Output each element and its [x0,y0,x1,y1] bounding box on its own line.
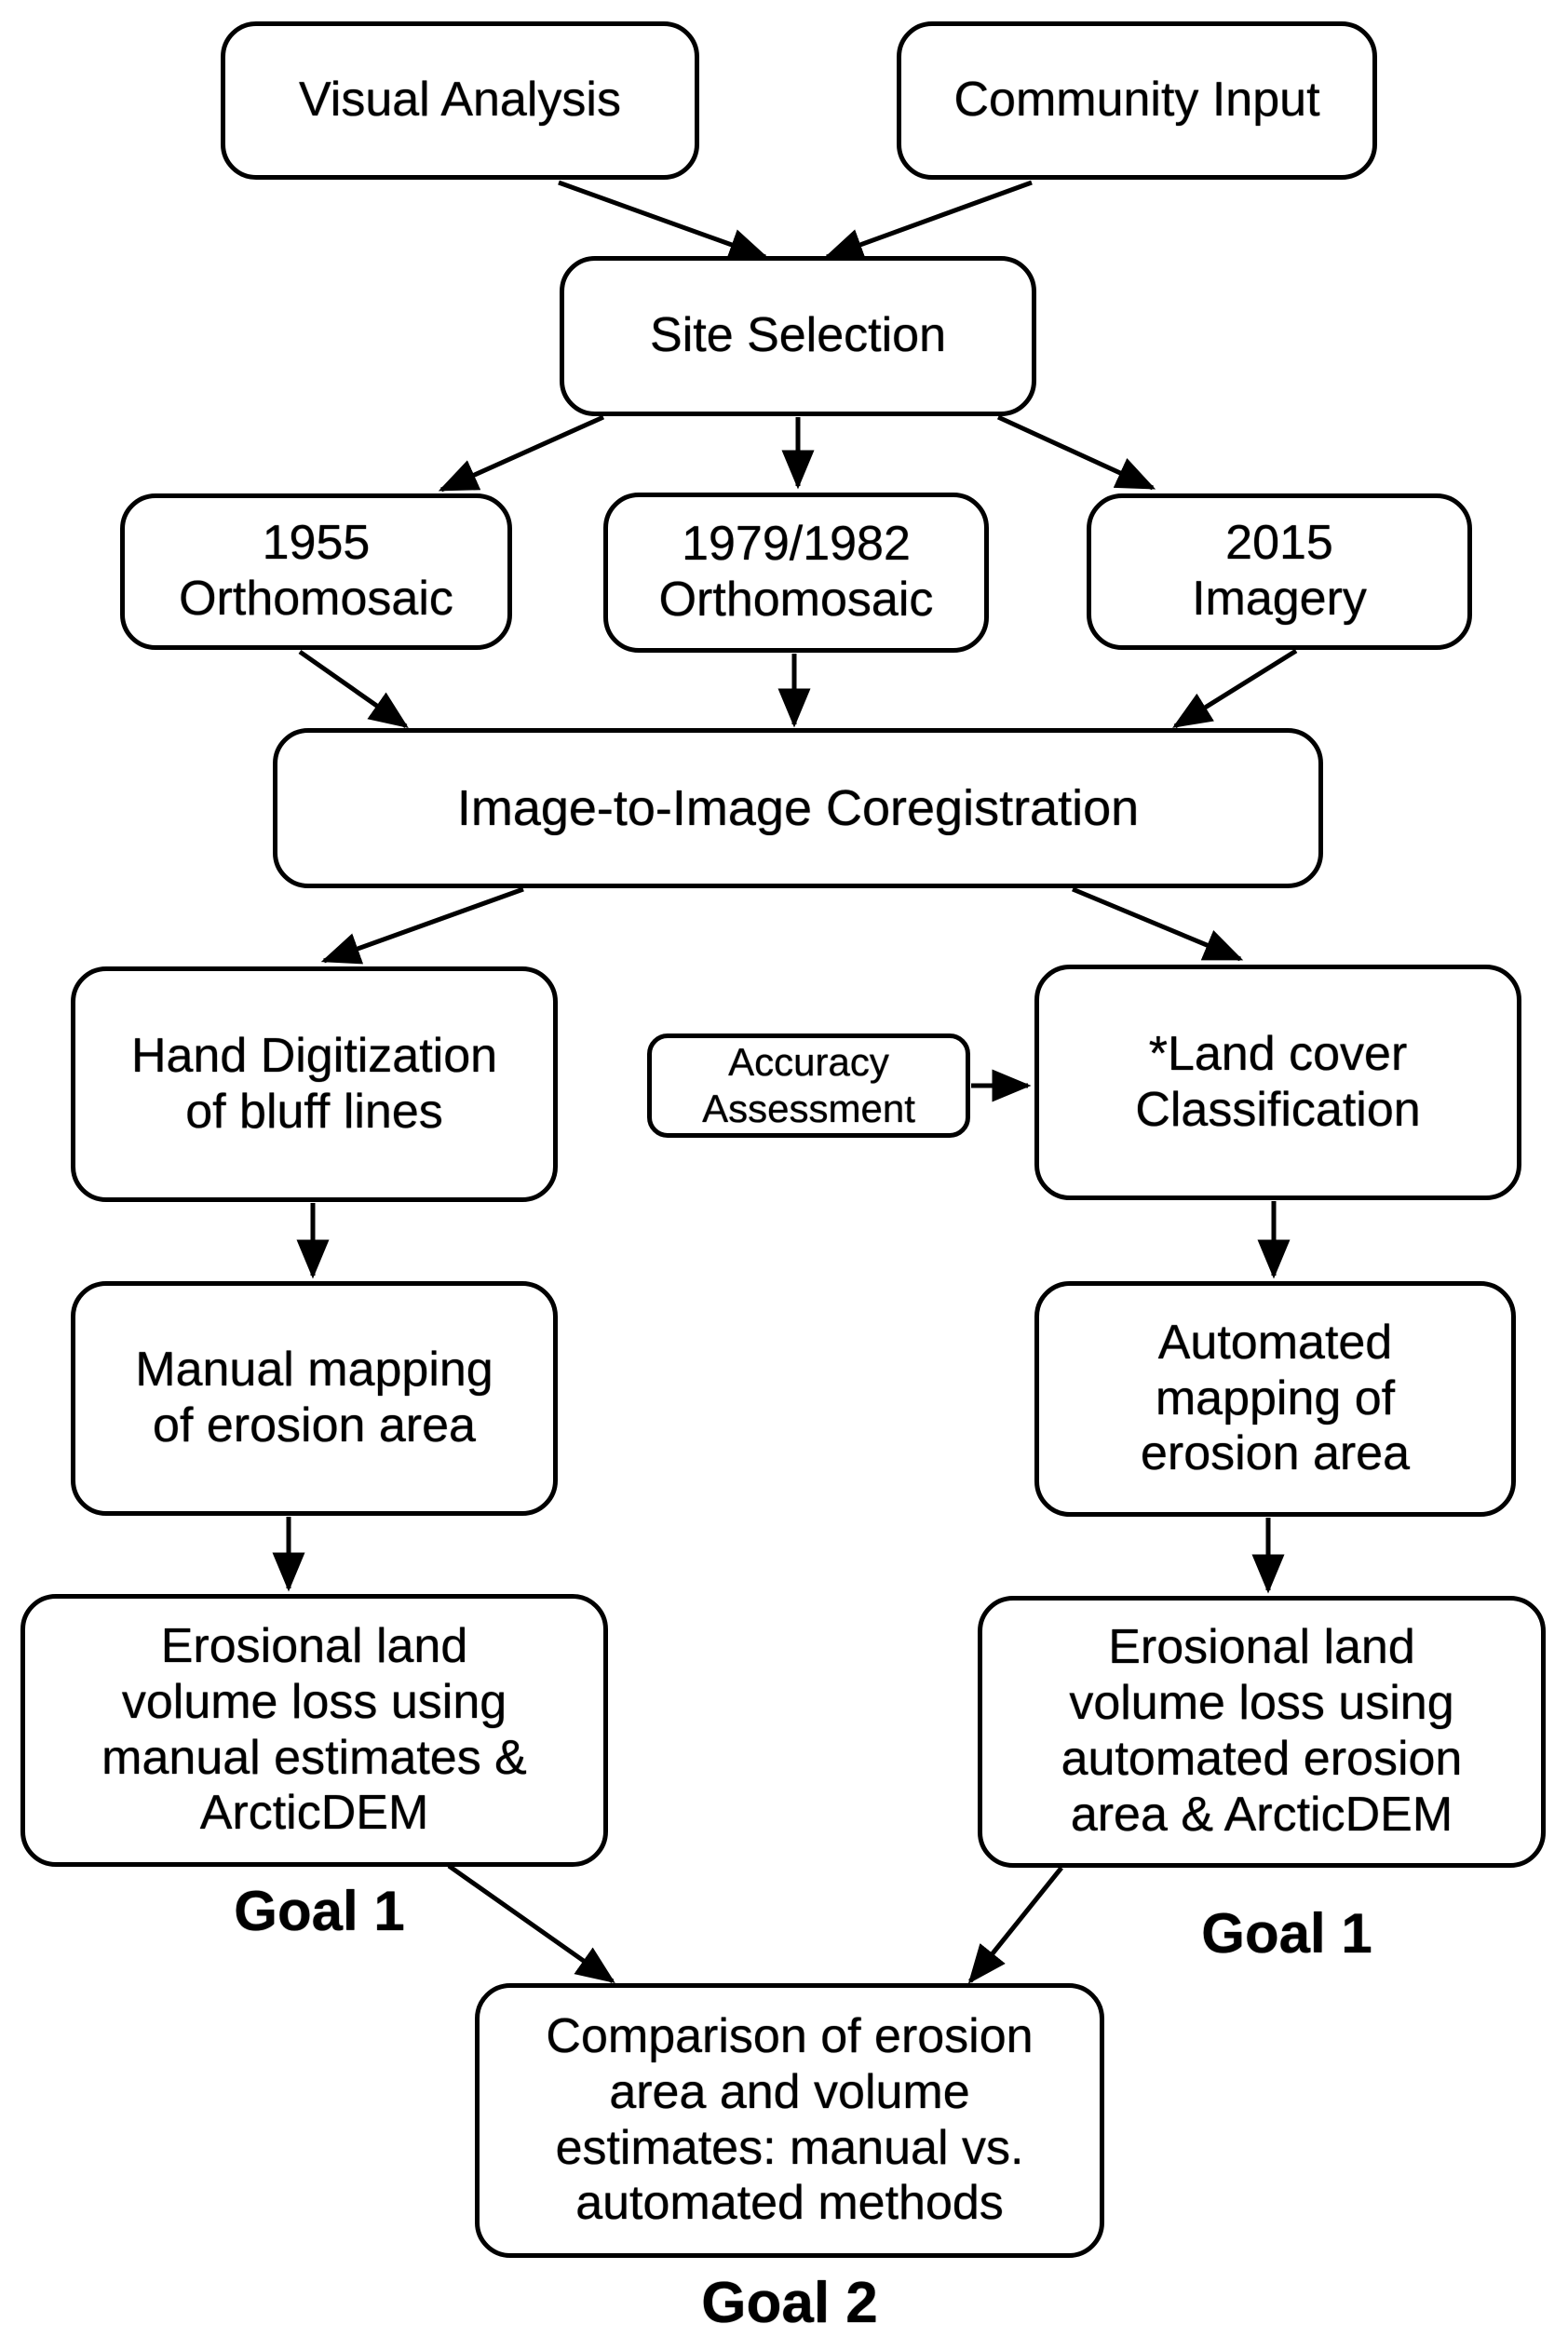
goal-1-left-label: Goal 1 [234,1880,405,1942]
arrow-coregistration-to-land-cover [1072,886,1244,962]
goal-1-right-label: Goal 1 [1201,1902,1372,1965]
node-erosional-volume-manual-label: Erosional land volume loss using manual … [101,1618,527,1841]
arrow-1955-to-coregistration [298,649,409,729]
node-1955-orthomosaic: 1955 Orthomosaic [120,493,512,650]
node-erosional-volume-manual: Erosional land volume loss using manual … [20,1594,608,1867]
arrow-site-selection-to-2015 [996,414,1156,491]
node-2015-imagery-label: 2015 Imagery [1192,516,1367,626]
node-community-input: Community Input [897,21,1377,180]
node-comparison-label: Comparison of erosion area and volume es… [546,2008,1034,2231]
node-community-input-label: Community Input [953,73,1320,128]
node-2015-imagery: 2015 Imagery [1087,493,1472,650]
node-erosional-volume-automated: Erosional land volume loss using automat… [978,1596,1546,1868]
node-manual-mapping: Manual mapping of erosion area [71,1281,558,1516]
goal-2-label: Goal 2 [701,2271,878,2335]
arrow-community-input-to-site-selection [823,180,1033,261]
arrow-erosional-automated-to-comparison [967,1866,1063,1984]
arrow-visual-analysis-to-site-selection [558,180,769,261]
node-erosional-volume-automated-label: Erosional land volume loss using automat… [1061,1620,1463,1842]
node-land-cover-classification-label: *Land cover Classification [1135,1026,1421,1137]
node-accuracy-assessment-label: Accuracy Assessment [702,1039,915,1130]
node-site-selection: Site Selection [560,256,1036,416]
node-image-coregistration-label: Image-to-Image Coregistration [456,779,1140,836]
node-1955-orthomosaic-label: 1955 Orthomosaic [179,516,453,626]
node-1979-1982-orthomosaic: 1979/1982 Orthomosaic [603,493,989,653]
node-hand-digitization-label: Hand Digitization of bluff lines [130,1028,498,1139]
node-1979-1982-orthomosaic-label: 1979/1982 Orthomosaic [658,517,934,627]
node-automated-mapping: Automated mapping of erosion area [1034,1281,1516,1517]
node-image-coregistration: Image-to-Image Coregistration [273,728,1323,888]
node-hand-digitization: Hand Digitization of bluff lines [71,966,558,1202]
node-automated-mapping-label: Automated mapping of erosion area [1140,1315,1411,1481]
arrow-2015-to-coregistration [1172,648,1298,729]
node-site-selection-label: Site Selection [650,308,946,363]
node-accuracy-assessment: Accuracy Assessment [647,1033,970,1138]
node-visual-analysis-label: Visual Analysis [299,73,621,128]
node-land-cover-classification: *Land cover Classification [1034,965,1521,1200]
node-comparison: Comparison of erosion area and volume es… [475,1983,1104,2258]
node-visual-analysis: Visual Analysis [221,21,699,180]
arrow-coregistration-to-hand-digitization [320,886,524,965]
node-manual-mapping-label: Manual mapping of erosion area [135,1343,493,1452]
arrow-site-selection-to-1955 [438,414,605,493]
